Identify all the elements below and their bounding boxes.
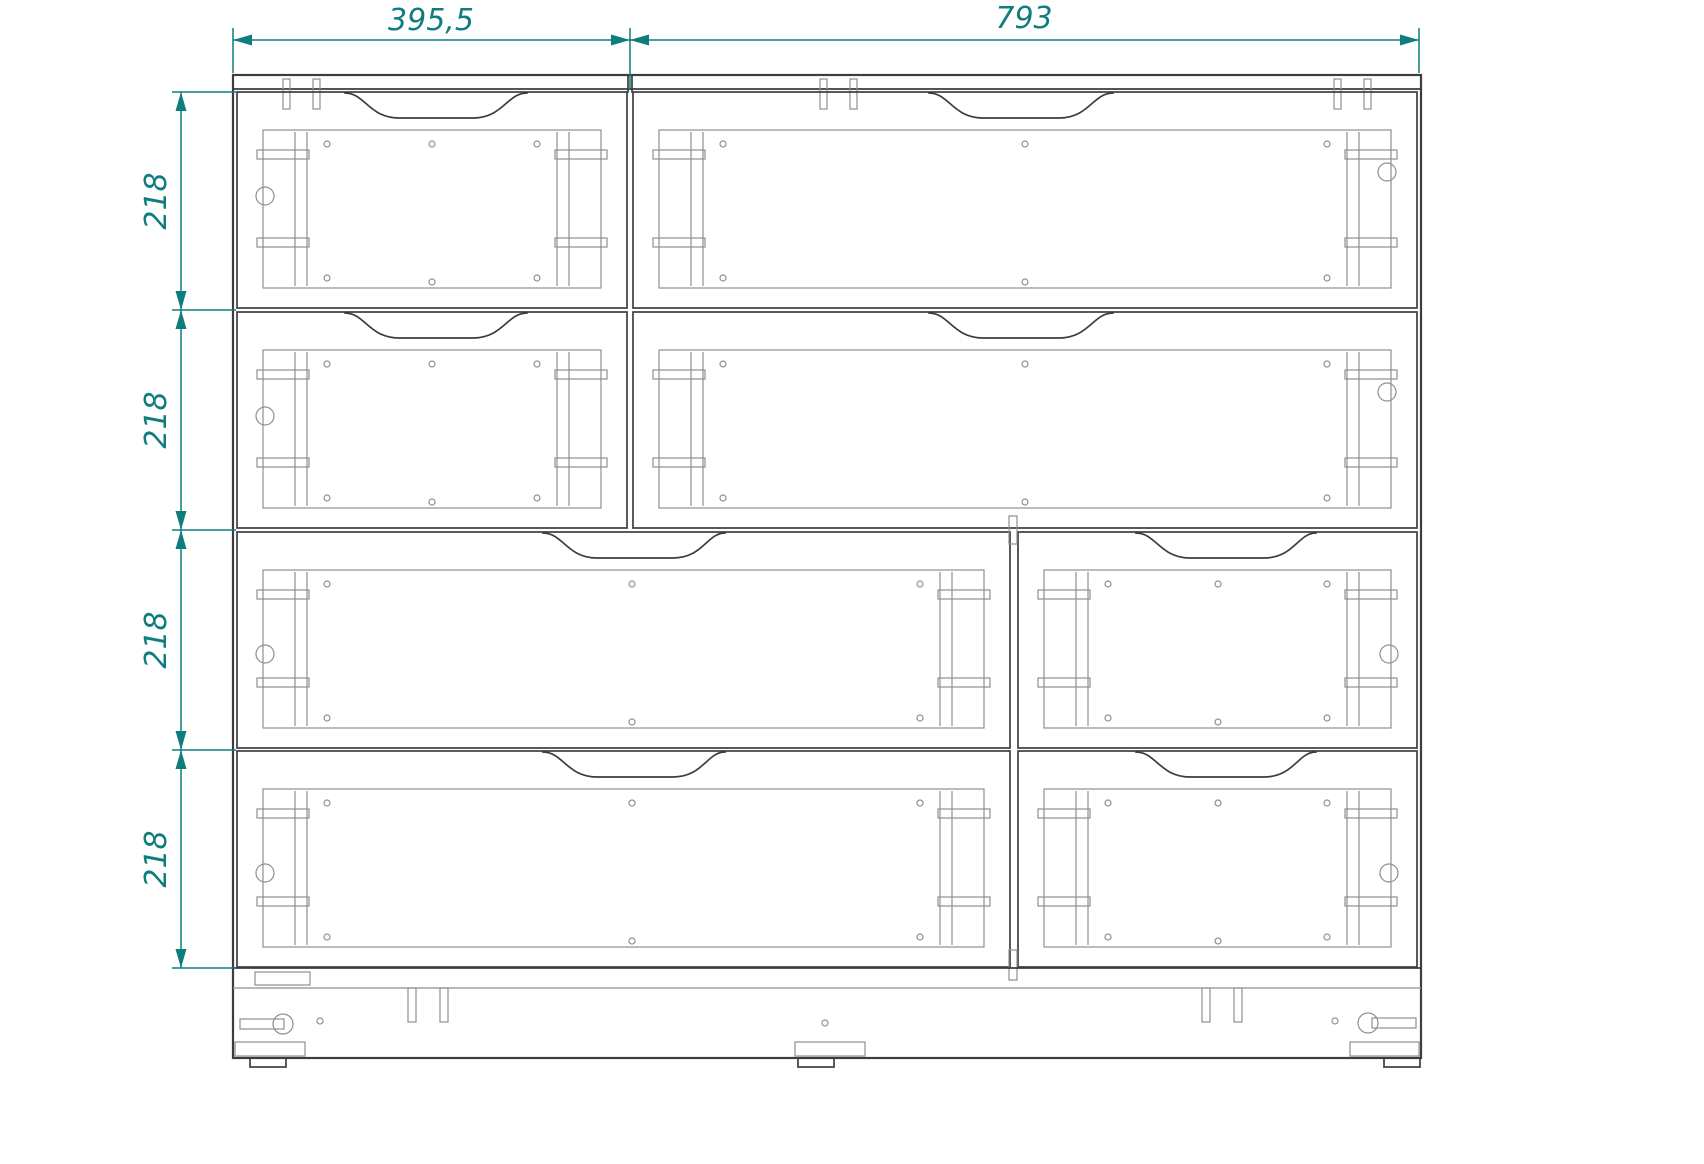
screw-hole: [1331, 1017, 1339, 1025]
arrowhead: [630, 34, 649, 46]
cam-handle: [1371, 1017, 1417, 1029]
plinth-fitting: [254, 971, 311, 986]
arrowhead: [175, 750, 187, 769]
plinth-corner-block: [794, 1041, 866, 1057]
dowel-pin: [1333, 78, 1342, 110]
arrowhead: [175, 310, 187, 329]
dimension-label-row2-height: 218: [139, 391, 174, 448]
dowel-pin: [282, 78, 291, 110]
plinth-corner-block: [1349, 1041, 1420, 1057]
drawer-row3-right: [1018, 532, 1417, 748]
dowel-pin: [439, 987, 449, 1023]
arrowhead: [175, 92, 187, 111]
arrowhead: [1400, 34, 1419, 46]
arrowhead: [175, 949, 187, 968]
dimension-label-width-right: 793: [995, 1, 1052, 36]
dowel-pin: [407, 987, 417, 1023]
dowel-pin: [312, 78, 321, 110]
foot: [1383, 1057, 1421, 1068]
dimension-label-width-left: 395,5: [388, 3, 474, 38]
dimensions: 395,5 793 218 218 218 218: [139, 1, 1420, 969]
drawer-row4-right: [1018, 751, 1417, 967]
dowel-pin: [849, 78, 858, 110]
cabinet-outline: [231, 73, 1423, 1060]
dimension-top: 395,5 793: [232, 1, 1420, 90]
arrowhead: [175, 511, 187, 530]
arrowhead: [175, 731, 187, 750]
cam-handle: [239, 1018, 285, 1030]
plinth-corner-block: [234, 1041, 306, 1057]
foot: [797, 1057, 835, 1068]
arrowhead: [233, 34, 252, 46]
screw-hole: [821, 1019, 829, 1027]
dimension-label-row1-height: 218: [139, 172, 174, 229]
drawer-row2-left: [237, 312, 627, 528]
drawer-row3-left: [237, 532, 1010, 748]
arrowhead: [175, 530, 187, 549]
dowel-pin: [1008, 515, 1018, 545]
dowel-pin: [1008, 949, 1018, 981]
dowel-pin: [1201, 987, 1211, 1023]
arrowhead: [175, 291, 187, 310]
drawer-row2-right: [633, 312, 1417, 528]
arrowhead: [611, 34, 630, 46]
foot: [249, 1057, 287, 1068]
dowel-pin: [1363, 78, 1372, 110]
cam-lock: [1357, 1012, 1379, 1034]
base-plinth: [232, 967, 1422, 1068]
drawer-row1-right: [633, 92, 1417, 308]
dimension-label-row3-height: 218: [139, 611, 174, 668]
screw-hole: [316, 1017, 324, 1025]
cam-lock: [272, 1013, 294, 1035]
dimension-label-row4-height: 218: [139, 830, 174, 887]
dimension-left: 218 218 218 218: [139, 91, 236, 969]
dowel-pin: [819, 78, 828, 110]
cabinet: [231, 73, 1423, 1068]
drawer-row1-left: [237, 92, 627, 308]
drawer-row4-left: [237, 751, 1010, 967]
dowel-pin: [1233, 987, 1243, 1023]
